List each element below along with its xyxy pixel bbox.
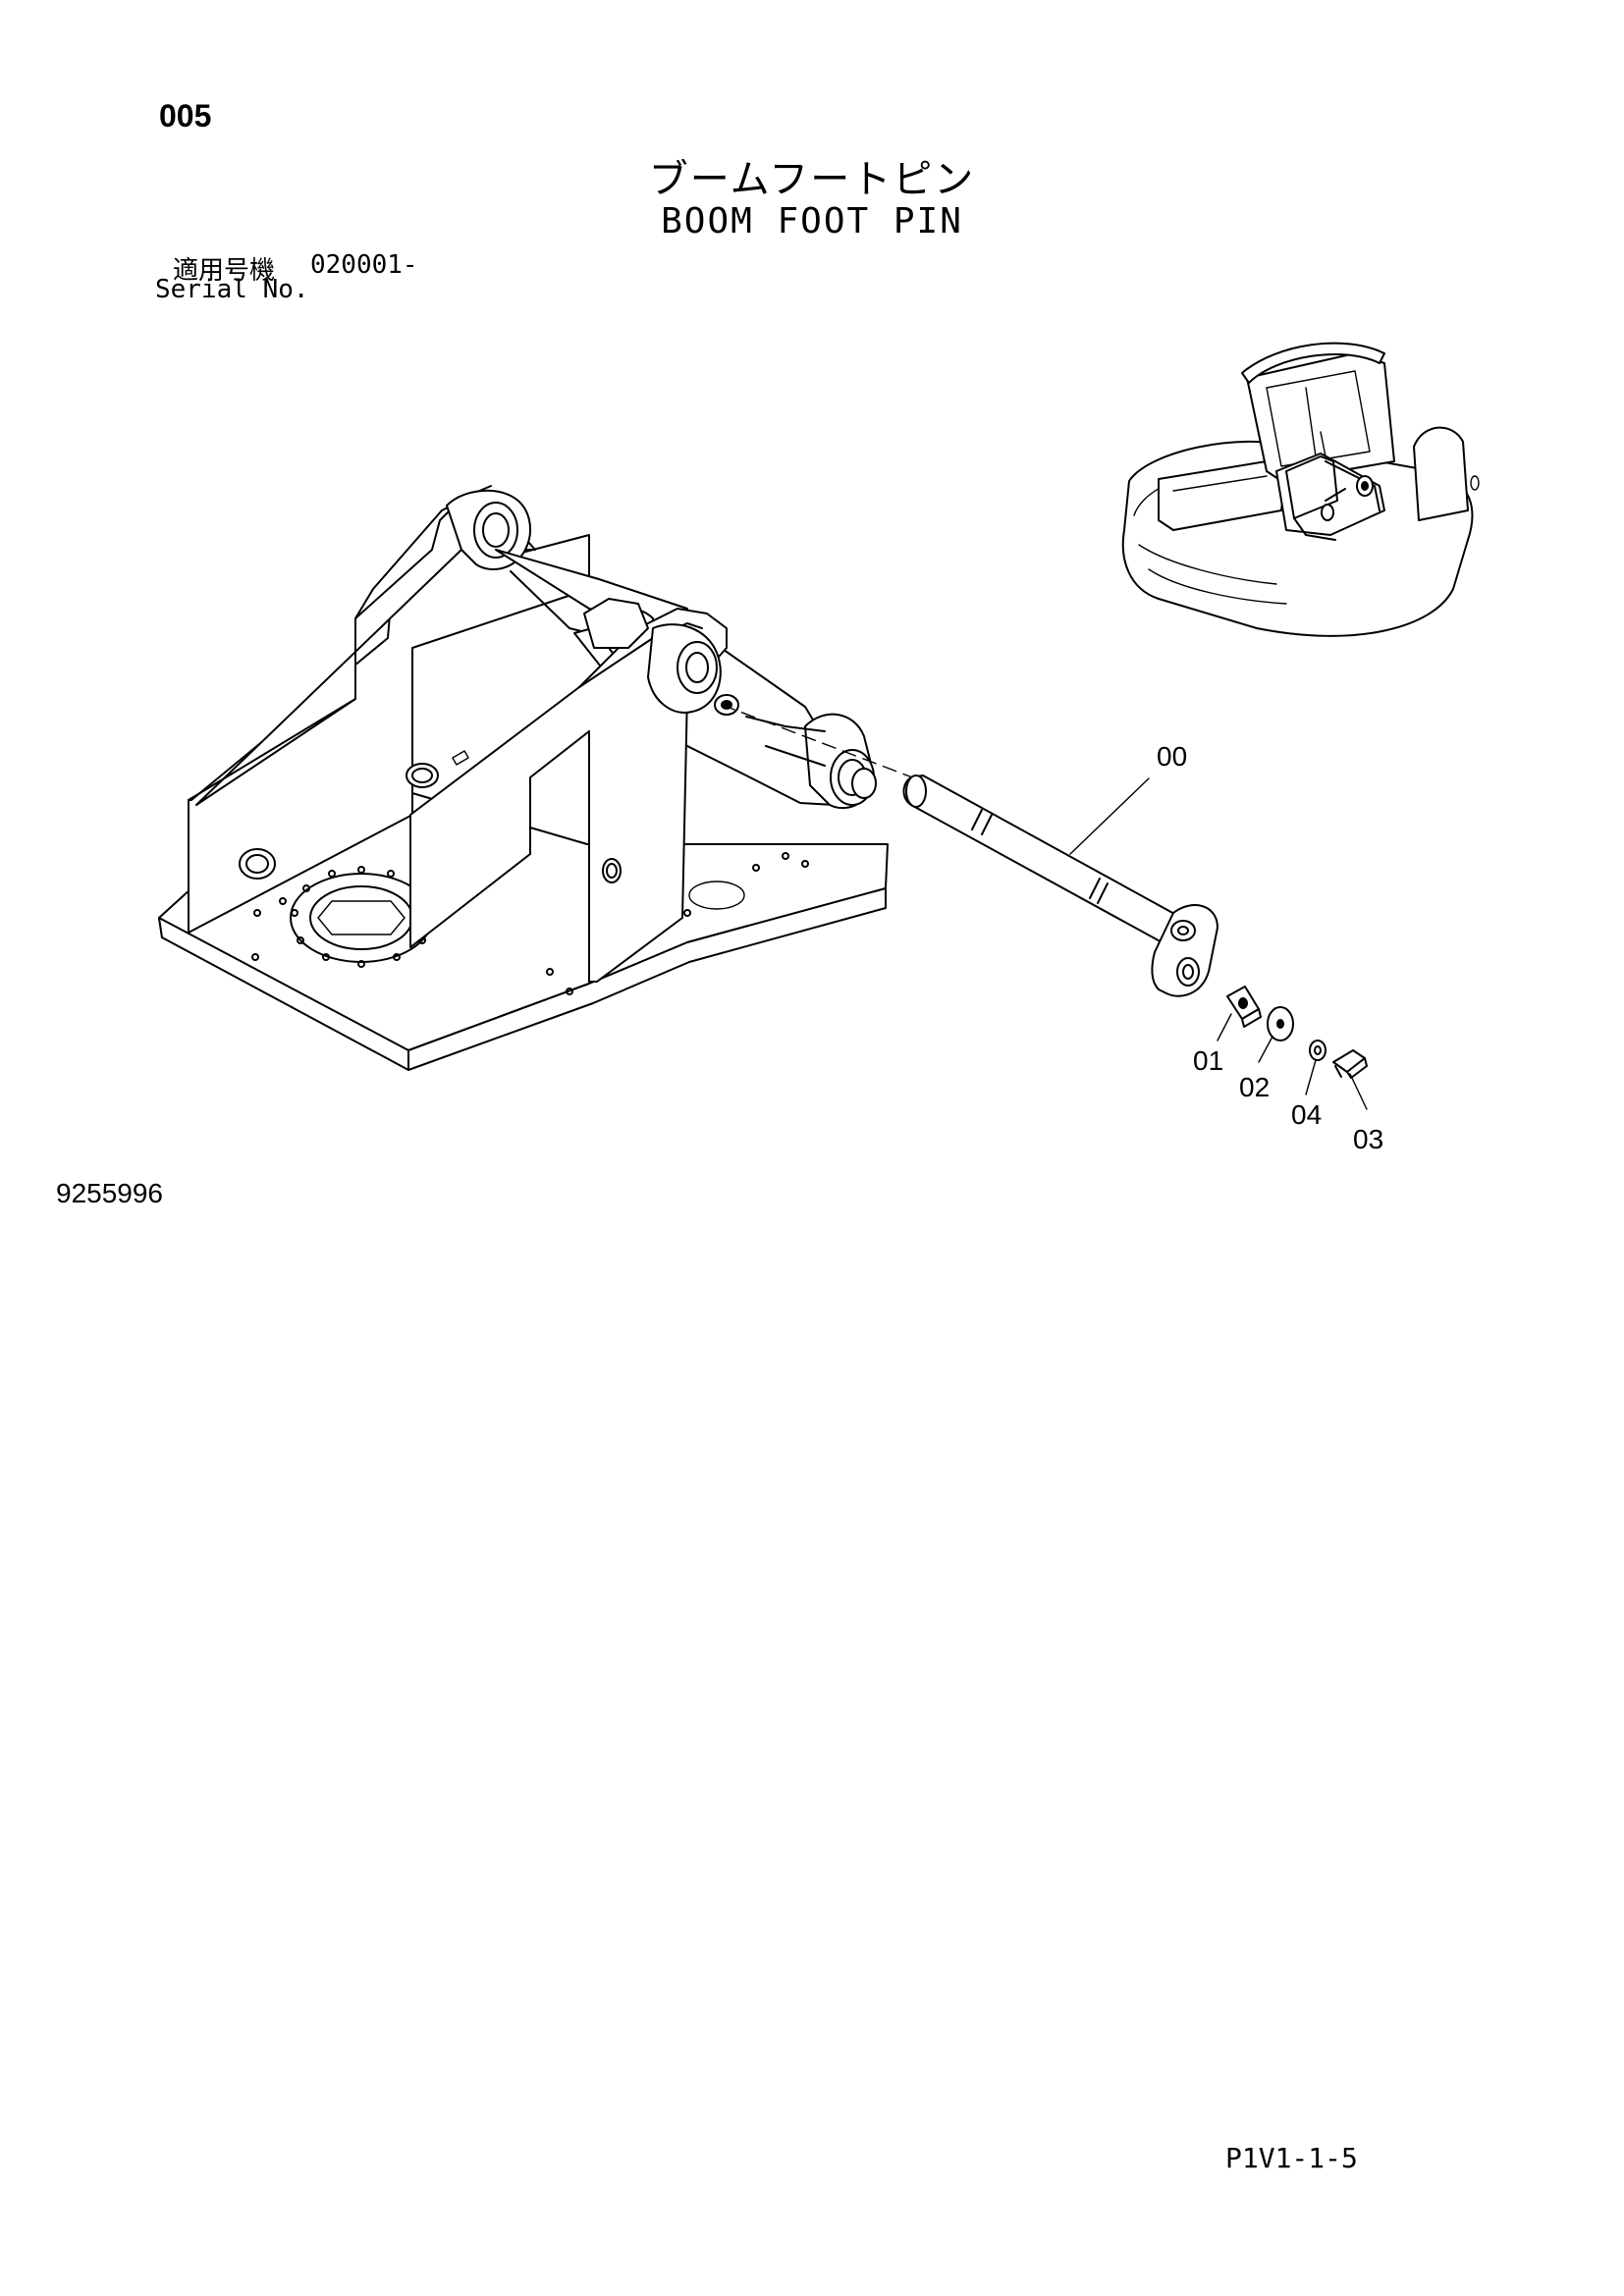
- callout-part-03: 03: [1353, 1124, 1384, 1154]
- callout-part-04: 04: [1291, 1099, 1323, 1130]
- serial-label-english: Serial No.: [155, 275, 309, 304]
- callout-leaders: [1069, 777, 1368, 1110]
- page-title-english: BOOM FOOT PIN: [661, 201, 963, 241]
- page-code: P1V1-1-5: [1225, 2142, 1358, 2174]
- callout-part-01: 01: [1193, 1045, 1224, 1076]
- callout-part-00: 00: [1157, 741, 1188, 772]
- page-title-japanese: ブームフートピン: [648, 157, 976, 202]
- serial-label-japanese: 適用号機: [173, 256, 276, 286]
- boom-foot-pin: [902, 774, 1218, 997]
- drawing-number: 9255996: [56, 1178, 164, 1208]
- swing-frame-drawing: [158, 485, 929, 1071]
- serial-number-value: 020001-: [310, 250, 418, 280]
- page-number: 005: [159, 98, 212, 133]
- pin-hardware: [1226, 986, 1368, 1079]
- callout-part-02: 02: [1239, 1072, 1271, 1102]
- machine-location-inset: [1121, 342, 1480, 637]
